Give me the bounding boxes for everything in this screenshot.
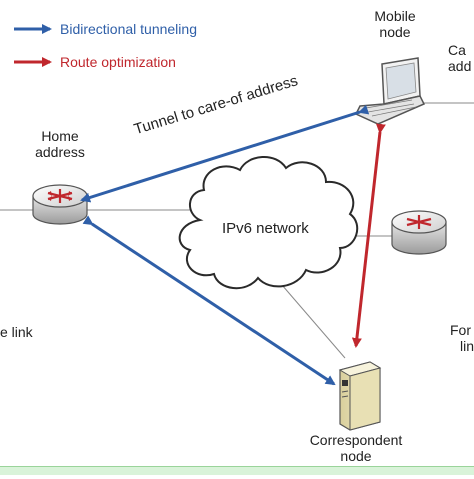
home-link-label: e link (0, 324, 33, 340)
mobile-node-label: Mobile node (360, 8, 430, 40)
ipv6-network-label: IPv6 network (222, 220, 309, 237)
foreign-link-label-line2: lin (460, 338, 474, 355)
home-address-label-line1: Home (41, 128, 79, 144)
laptop-icon (354, 57, 426, 125)
foreign-link-label: For lin (450, 322, 474, 354)
tunnel-arrow (80, 104, 370, 203)
home-to-correspondent-arrow (82, 215, 336, 386)
home-address-label-line2: address (35, 144, 85, 161)
mobile-node-label-line1: Mobile (374, 8, 416, 24)
bottom-border-band (0, 466, 474, 475)
legend-route-optimization-label: Route optimization (60, 54, 176, 70)
home-address-label: Home address (22, 128, 98, 160)
foreign-link-label-line1: For (450, 322, 471, 338)
care-of-address-label-line2: add (448, 58, 472, 75)
correspondent-node-label: Correspondent node (296, 432, 416, 464)
care-of-address-label: Ca add (448, 42, 471, 74)
legend-bidirectional-label: Bidirectional tunneling (60, 21, 197, 37)
server-icon (338, 361, 382, 431)
care-of-address-label-line1: Ca (448, 42, 466, 58)
cloud-to-correspondent-line (281, 284, 346, 359)
correspondent-node-label-line1: Correspondent (309, 432, 403, 448)
router-icon (32, 184, 88, 225)
router-icon (391, 210, 447, 255)
correspondent-node-label-line2: node (340, 448, 372, 465)
mobile-node-label-line2: node (379, 24, 411, 41)
route-optimization-arrow (351, 123, 386, 348)
